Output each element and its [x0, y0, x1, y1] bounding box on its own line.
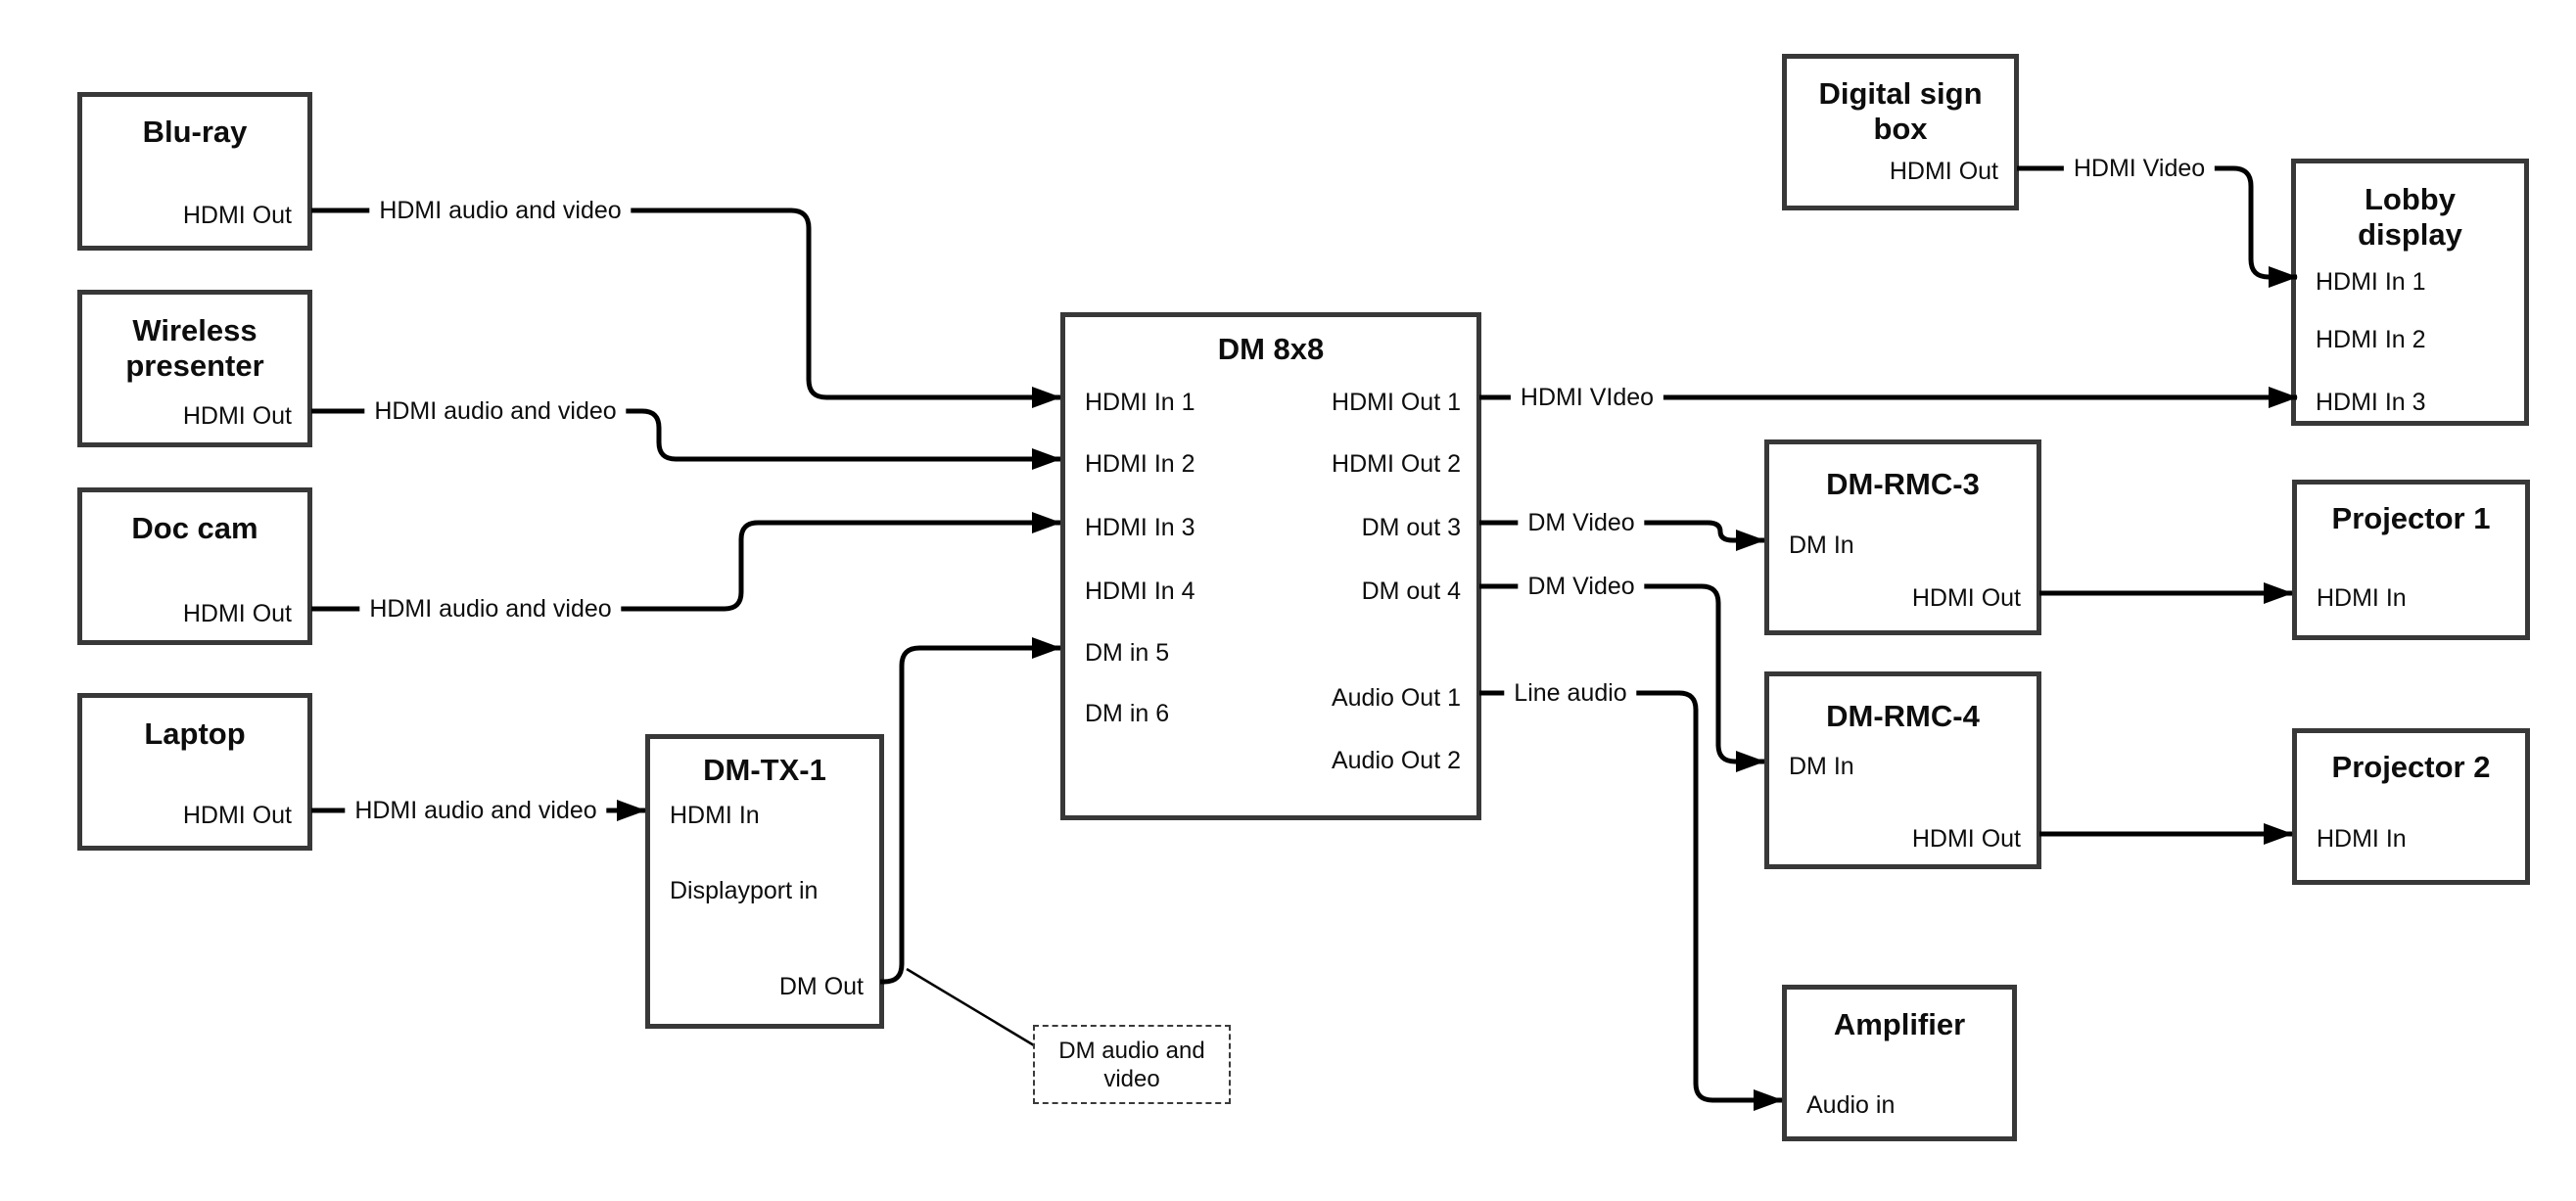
wire-label-hdmi-video: HDMI Video [2063, 154, 2216, 183]
port-hdmi-out: HDMI Out [182, 802, 292, 829]
port-dm-in: DM In [1789, 753, 1854, 780]
wire-dm8x8-audio1-to-amplifier [1479, 690, 1783, 1111]
wire-label-dm-video-1: DM Video [1518, 508, 1645, 537]
node-title: DM 8x8 [1217, 332, 1325, 366]
port-hdmi-in-2: HDMI In 2 [2316, 326, 2426, 353]
node-dm-tx-1: DM-TX-1 HDMI In Displayport in DM Out [645, 734, 884, 1029]
port-audio-out-1: Audio Out 1 [1331, 684, 1461, 712]
port-dm-out-3: DM out 3 [1361, 514, 1461, 541]
port-hdmi-in: HDMI In [670, 802, 760, 829]
port-hdmi-out: HDMI Out [1911, 825, 2021, 853]
wire-label-hdmi-audio-video-3: HDMI audio and video [359, 594, 622, 624]
node-title: Amplifier [1833, 1007, 1966, 1041]
node-lobby-display: Lobby display HDMI In 1 HDMI In 2 HDMI I… [2291, 159, 2529, 426]
port-hdmi-out: HDMI Out [1911, 584, 2021, 612]
port-hdmi-out-2: HDMI Out 2 [1332, 450, 1461, 478]
wire-wireless-presenter-to-dm8x8-in2 [311, 408, 1061, 470]
node-title: DM-RMC-3 [1826, 467, 1980, 501]
port-hdmi-in: HDMI In [2317, 584, 2407, 612]
port-hdmi-in-1: HDMI In 1 [1085, 389, 1195, 416]
port-hdmi-out: HDMI Out [182, 402, 292, 430]
wire-dm8x8-out3-to-dm-rmc-3 [1479, 520, 1765, 551]
port-hdmi-in-3: HDMI In 3 [2316, 389, 2426, 416]
wire-dm8x8-out4-to-dm-rmc-4 [1479, 583, 1765, 772]
wire-dm-tx-1-to-dm8x8-in5 [880, 637, 1061, 985]
node-title: Wireless presenter [125, 313, 264, 383]
node-title: Projector 1 [2331, 501, 2491, 535]
node-title: Projector 2 [2331, 750, 2491, 784]
port-hdmi-out-1: HDMI Out 1 [1332, 389, 1461, 416]
port-dm-out-4: DM out 4 [1361, 577, 1461, 605]
wire-label-hdmi-audio-video-1: HDMI audio and video [369, 196, 632, 225]
port-hdmi-in-4: HDMI In 4 [1085, 577, 1195, 605]
port-audio-in: Audio in [1806, 1091, 1896, 1119]
port-hdmi-out: HDMI Out [1889, 158, 1998, 185]
port-hdmi-in-2: HDMI In 2 [1085, 450, 1195, 478]
node-blu-ray: Blu-ray HDMI Out [77, 92, 312, 251]
port-hdmi-in-1: HDMI In 1 [2316, 268, 2426, 296]
node-laptop: Laptop HDMI Out [77, 693, 312, 851]
node-title: Doc cam [131, 511, 258, 545]
node-digital-sign-box: Digital sign box HDMI Out [1782, 54, 2019, 210]
node-title: DM-TX-1 [703, 753, 826, 787]
port-dm-out: DM Out [778, 973, 864, 1000]
node-title: DM-RMC-4 [1826, 699, 1980, 733]
node-title: Lobby display [2358, 182, 2462, 252]
wire-label-hdmi-video-out1: HDMI VIdeo [1510, 383, 1664, 412]
node-amplifier: Amplifier Audio in [1782, 985, 2017, 1141]
node-projector-1: Projector 1 HDMI In [2292, 480, 2530, 640]
port-hdmi-out: HDMI Out [182, 600, 292, 627]
annotation-callout-line [906, 967, 1035, 1047]
wire-label-hdmi-audio-video-4: HDMI audio and video [345, 796, 607, 825]
node-dm-rmc-4: DM-RMC-4 DM In HDMI Out [1764, 671, 2041, 869]
node-dm-8x8: DM 8x8 HDMI In 1 HDMI In 2 HDMI In 3 HDM… [1060, 312, 1481, 820]
node-title: Blu-ray [142, 115, 248, 149]
node-doc-cam: Doc cam HDMI Out [77, 487, 312, 645]
wire-doc-cam-to-dm8x8-in3 [311, 512, 1061, 612]
port-hdmi-in-3: HDMI In 3 [1085, 514, 1195, 541]
node-title: Digital sign box [1818, 76, 1983, 146]
node-title: Laptop [144, 716, 246, 751]
port-dm-in: DM In [1789, 531, 1854, 559]
node-dm-rmc-3: DM-RMC-3 DM In HDMI Out [1764, 439, 2041, 635]
port-audio-out-2: Audio Out 2 [1331, 747, 1461, 774]
port-hdmi-out: HDMI Out [182, 202, 292, 229]
node-wireless-presenter: Wireless presenter HDMI Out [77, 290, 312, 447]
port-hdmi-in: HDMI In [2317, 825, 2407, 853]
node-projector-2: Projector 2 HDMI In [2292, 728, 2530, 885]
wire-label-hdmi-audio-video-2: HDMI audio and video [364, 396, 627, 426]
wire-bluray-to-dm8x8-in1 [311, 208, 1061, 408]
port-displayport-in: Displayport in [670, 877, 819, 904]
annotation-dm-audio-video: DM audio and video [1033, 1025, 1231, 1104]
wire-digital-sign-to-lobby-in1 [2017, 165, 2298, 288]
port-dm-in-5: DM in 5 [1085, 639, 1170, 667]
wire-label-dm-video-2: DM Video [1518, 572, 1645, 601]
wire-label-line-audio: Line audio [1504, 678, 1637, 708]
port-dm-in-6: DM in 6 [1085, 700, 1170, 727]
